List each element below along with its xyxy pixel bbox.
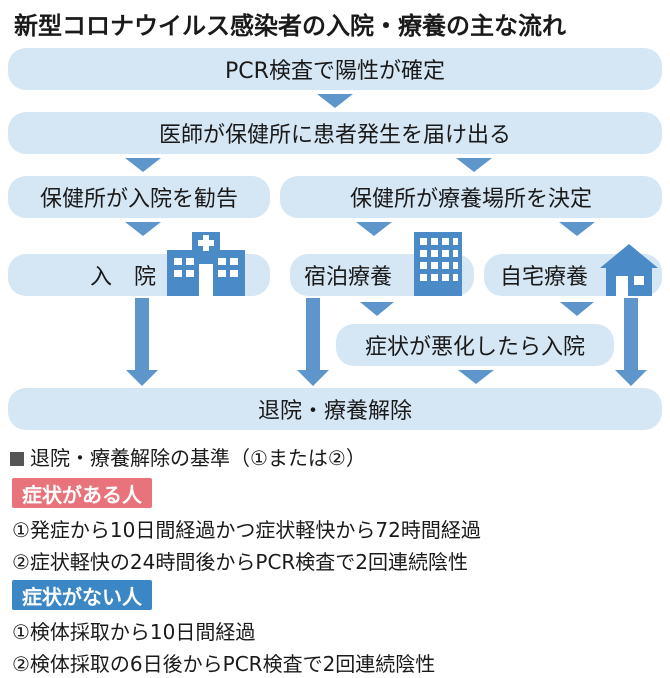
symptomatic-criterion-1: ①発症から10日間経過かつ症状軽快から72時間経過 bbox=[12, 518, 481, 542]
arrow-worsen-to-discharge bbox=[458, 370, 494, 384]
step-home-label: 自宅療養 bbox=[500, 265, 589, 290]
arrow-step2-to-left bbox=[125, 158, 161, 172]
arrow-left-to-hospital bbox=[125, 222, 161, 236]
criteria-heading: 退院・療養解除の基準（①または②） bbox=[10, 442, 366, 471]
step-worsen-hospitalize-label: 症状が悪化したら入院 bbox=[364, 335, 585, 360]
hospital-building-icon bbox=[167, 232, 245, 296]
step-discharge: 退院・療養解除 bbox=[8, 388, 662, 430]
step-doctor-report-label: 医師が保健所に患者発生を届け出る bbox=[158, 123, 511, 148]
arrow-hotel-to-worsen bbox=[360, 302, 394, 316]
asymptomatic-criterion-1: ①検体採取から10日間経過 bbox=[12, 620, 256, 644]
symptomatic-tag: 症状がある人 bbox=[12, 478, 152, 508]
step-hotel-label: 宿泊療養 bbox=[304, 265, 393, 290]
arrow-hotel-to-discharge bbox=[297, 298, 329, 386]
arrow-step2-to-right bbox=[456, 158, 492, 172]
step-doctor-report: 医師が保健所に患者発生を届け出る bbox=[8, 112, 662, 154]
diagram-title: 新型コロナウイルス感染者の入院・療養の主な流れ bbox=[14, 12, 566, 40]
house-icon bbox=[600, 244, 658, 296]
step-decide-care-place: 保健所が療養場所を決定 bbox=[280, 176, 662, 218]
hotel-building-icon bbox=[414, 232, 462, 296]
asymptomatic-tag: 症状がない人 bbox=[12, 580, 152, 610]
step-recommend-hospitalization: 保健所が入院を勧告 bbox=[8, 176, 270, 218]
criteria-heading-text: 退院・療養解除の基準 bbox=[30, 446, 230, 470]
arrow-step1-to-step2 bbox=[317, 94, 353, 108]
criteria-heading-note: （①または②） bbox=[230, 446, 366, 470]
symptomatic-tag-label: 症状がある人 bbox=[22, 482, 142, 507]
arrow-right-to-home bbox=[559, 222, 595, 236]
asymptomatic-tag-label: 症状がない人 bbox=[22, 584, 142, 609]
asymptomatic-criterion-2: ②検体採取の6日後からPCR検査で2回連続陰性 bbox=[12, 652, 436, 676]
step-pcr-positive: PCR検査で陽性が確定 bbox=[8, 48, 662, 90]
arrow-hospital-to-discharge bbox=[126, 298, 158, 386]
step-hospital-label: 入 院 bbox=[90, 265, 157, 290]
arrow-home-to-discharge bbox=[615, 298, 647, 386]
step-worsen-hospitalize: 症状が悪化したら入院 bbox=[336, 324, 614, 366]
step-recommend-hospitalization-label: 保健所が入院を勧告 bbox=[39, 187, 238, 212]
symptomatic-criterion-2: ②症状軽快の24時間後からPCR検査で2回連続陰性 bbox=[12, 550, 469, 574]
step-decide-care-place-label: 保健所が療養場所を決定 bbox=[349, 187, 592, 212]
arrow-home-to-worsen bbox=[560, 302, 594, 316]
step-pcr-positive-label: PCR検査で陽性が確定 bbox=[225, 59, 445, 84]
square-bullet-icon bbox=[10, 452, 24, 466]
arrow-right-to-hotel bbox=[356, 222, 392, 236]
step-discharge-label: 退院・療養解除 bbox=[257, 399, 412, 424]
